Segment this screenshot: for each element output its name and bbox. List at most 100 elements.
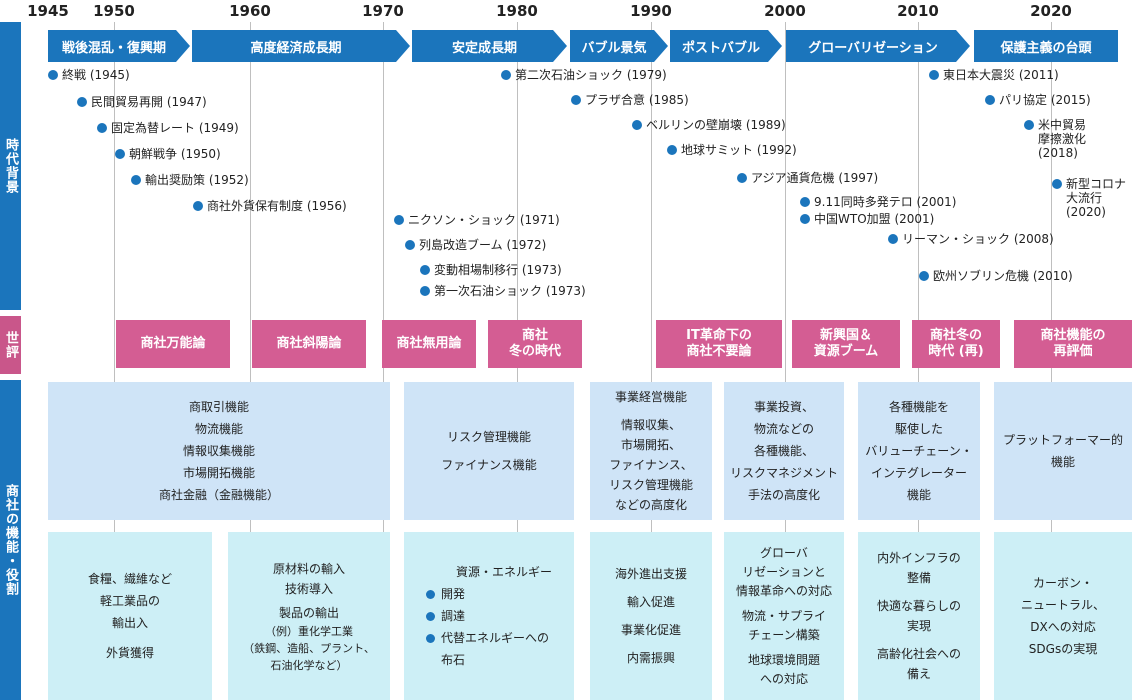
bullet-dot-icon [131,175,141,185]
role-bullet: 開発 [425,583,552,605]
bullet-dot-icon [929,70,939,80]
bullet-dot-icon [1052,179,1062,189]
function-box: 商取引機能 物流機能 情報収集機能 市場開拓機能 商社金融（金融機能） [48,382,390,520]
bullet-dot-icon [800,197,810,207]
role-line: カーボン・ [1032,576,1093,590]
opinion-box: 商社冬の 時代 (再) [912,320,1000,368]
bullet-dot-icon [888,234,898,244]
event-item: アジア通貨危機 (1997) [737,171,878,185]
function-box: 事業経営機能 情報収集、 市場開拓、 ファイナンス、 リスク管理機能 などの高度… [590,382,712,520]
role-bullet: 代替エネルギーへの [425,627,552,649]
role-line: リゼーションと [742,564,826,579]
event-item: 東日本大震災 (2011) [929,68,1059,82]
role-line: 輸入促進 [626,595,675,609]
event-text: 9.11同時多発テロ (2001) [814,195,957,209]
role-box: 食糧、繊維など 軽工業品の 輸出入 外貨獲得 [48,532,212,700]
bullet-dot-icon [737,173,747,183]
event-item: パリ協定 (2015) [985,93,1091,107]
bullet-dot-icon [193,201,203,211]
role-line: 備え [906,667,931,681]
event-text: 欧州ソブリン危機 (2010) [933,269,1073,283]
event-text: アジア通貨危機 (1997) [751,171,879,185]
bullet-dot-icon [800,214,810,224]
bullet-dot-icon [420,265,430,275]
role-line: への対応 [759,671,808,686]
opinion-box: IT革命下の 商社不要論 [656,320,782,368]
role-line: DXへの対応 [1030,620,1096,634]
function-line: ファイナンス、 [609,458,693,472]
role-line: 地球環境問題 [747,652,820,667]
year-label: 1950 [93,2,135,20]
role-bullet-text: 布石 [440,653,465,667]
event-item: 固定為替レート (1949) [97,121,239,135]
event-text: ニクソン・ショック (1971) [408,213,560,227]
role-title: 資源・エネルギー [455,565,552,579]
era-arrow: ポストバブル [670,30,782,62]
event-item: 列島改造ブーム (1972) [405,238,546,252]
role-box: 海外進出支援 輸入促進 事業化促進 内需振興 [590,532,712,700]
bullet-dot-icon [632,120,642,130]
function-line: 市場開拓、 [620,438,681,452]
opinion-box: 商社斜陽論 [252,320,366,368]
role-line: 快適な暮らしの [876,599,961,613]
sidebar-functions-label: 商社の機能・役割 [0,380,21,700]
event-text: ベルリンの壁崩壊 (1989) [646,118,786,132]
function-line: 商社金融（金融機能） [158,488,279,502]
function-line: 市場開拓機能 [182,466,255,480]
function-line: 商取引機能 [188,400,249,414]
role-line: 整備 [906,571,931,585]
role-subline: 石油化学など） [270,658,348,672]
year-label: 2000 [764,2,806,20]
bullet-dot-icon [425,634,435,643]
role-line: 事業化促進 [620,623,681,637]
function-line: 物流などの [753,422,814,436]
event-text: 輸出奨励策 (1952) [145,173,249,187]
role-line: 輸出入 [111,616,148,630]
role-line: 技術導入 [284,581,333,596]
opinion-box: 商社機能の 再評価 [1014,320,1132,368]
bullet-dot-icon [394,215,404,225]
function-box: プラットフォーマー的 機能 [994,382,1132,520]
event-item: ニクソン・ショック (1971) [394,213,560,227]
event-text: 終戦 (1945) [62,68,130,82]
role-line: 物流・サプライ [741,608,826,623]
bullet-dot-icon [667,145,677,155]
role-bullet-text: 調達 [440,609,465,623]
role-line: 内需振興 [626,651,675,665]
function-line: リスクマネジメント [729,466,838,480]
event-item: プラザ合意 (1985) [571,93,689,107]
bullet-dot-icon [405,240,415,250]
event-text: 中国WTO加盟 (2001) [814,212,935,226]
role-line: 高齢化社会への [876,647,961,661]
function-line: 駆使した [894,422,943,436]
event-item: 米中貿易 摩擦激化 (2018) [1024,118,1124,160]
year-label: 1945 [27,2,69,20]
role-box: グローバ リゼーションと 情報革命への対応 物流・サプライ チェーン構築 地球環… [724,532,844,700]
role-line: 製品の輸出 [278,605,339,620]
role-bullet: 調達 [425,605,552,627]
year-label: 2010 [897,2,939,20]
role-box: 資源・エネルギー 開発 調達 代替エネルギーへの 布石 [404,532,574,700]
year-label: 1980 [496,2,538,20]
bullet-dot-icon [501,70,511,80]
role-line: SDGsの実現 [1028,642,1098,656]
function-box: 事業投資、 物流などの 各種機能、 リスクマネジメント 手法の高度化 [724,382,844,520]
function-line: 事業経営機能 [614,390,687,404]
event-text: 地球サミット (1992) [681,143,797,157]
event-text: 新型コロナ 大流行 (2020) [1066,177,1127,219]
event-item: 中国WTO加盟 (2001) [800,212,934,226]
event-item: 朝鮮戦争 (1950) [115,147,221,161]
function-line: 物流機能 [194,422,243,436]
event-text: 第二次石油ショック (1979) [515,68,667,82]
function-line: 各種機能を [888,400,949,414]
role-box: 内外インフラの 整備 快適な暮らしの 実現 高齢化社会への 備え [858,532,980,700]
event-text: 米中貿易 摩擦激化 (2018) [1038,118,1087,160]
bullet-dot-icon [97,123,107,133]
function-line: などの高度化 [614,498,687,512]
role-line: 内外インフラの [877,551,961,565]
event-item: 第一次石油ショック (1973) [420,284,586,298]
era-arrow: バブル景気 [570,30,668,62]
event-text: 朝鮮戦争 (1950) [129,147,221,161]
function-box: 各種機能を 駆使した バリューチェーン・ インテグレーター 機能 [858,382,980,520]
function-line: 情報収集機能 [182,444,255,458]
